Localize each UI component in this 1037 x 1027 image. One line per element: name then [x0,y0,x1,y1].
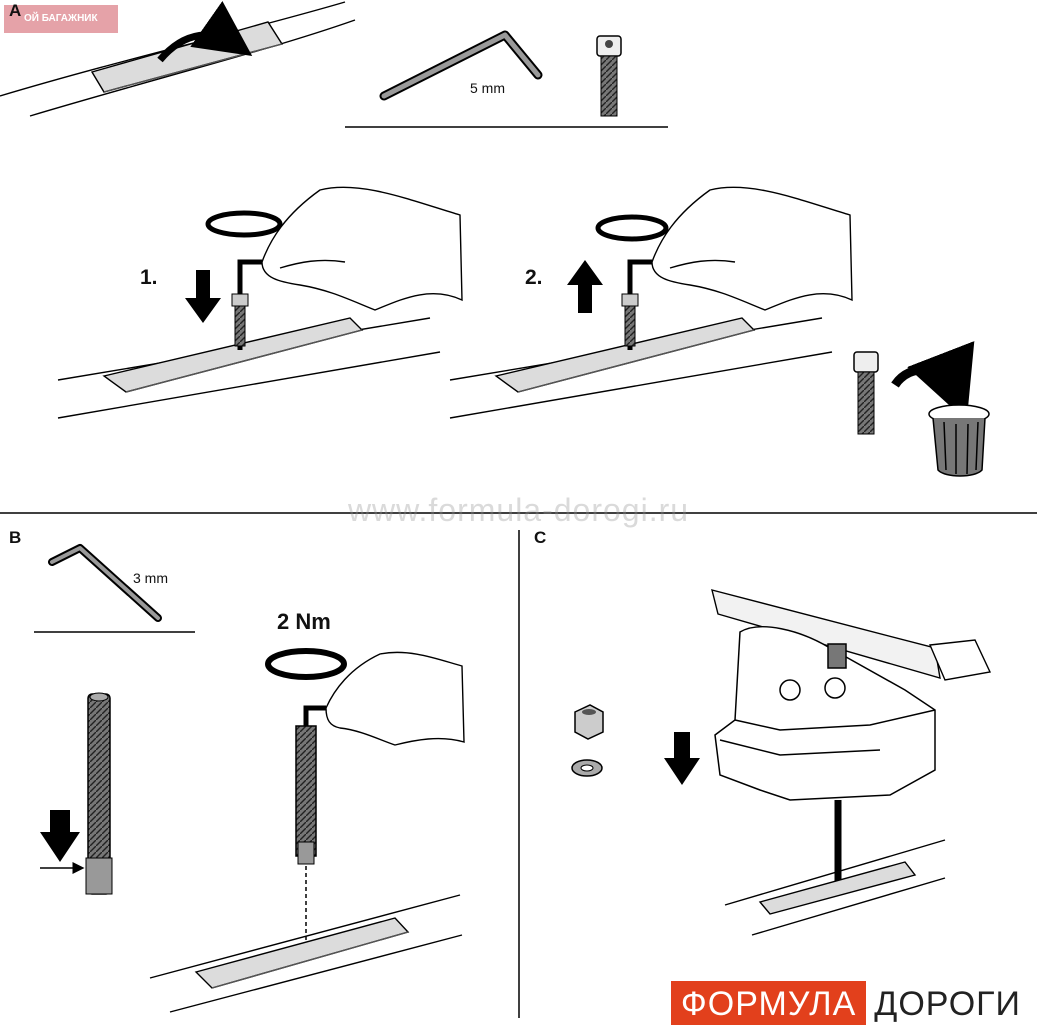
washer [571,759,603,777]
roof-rail-top-left [0,0,356,117]
hex-key-3mm [48,544,162,622]
roof-foot [714,626,936,801]
roof-rail-b [149,894,463,1013]
hex-key-size-large: 5 mm [470,80,505,96]
arrow-up-step2 [567,260,603,313]
watermark-url: www.formula-dorogi.ru [347,492,690,528]
top-left-badge: ОЙ БАГАЖНИК [4,5,118,33]
arrow-down-rod [40,810,85,874]
curved-arrow-to-cap [891,341,975,422]
nut [574,704,604,740]
arrow-down-step1 [185,270,221,323]
hex-key-in-bolt-step2 [621,259,652,350]
section-b-label: B [9,528,22,547]
hand-step1 [261,186,463,311]
hex-key-size-small: 3 mm [133,570,168,586]
hand-step2 [651,186,853,311]
rotate-arrow-b [265,648,347,680]
arrow-down-c [664,732,700,785]
plastic-cap [928,404,990,477]
bolt-removed [853,351,879,435]
brand-part-2: ДОРОГИ [874,985,1021,1023]
step-1-label: 1. [140,266,158,289]
hex-key-5mm [379,30,543,101]
roof-rail-c [724,839,946,936]
section-a-label: A [9,1,22,20]
brand-logo: ФОРМУЛА ДОРОГИ [670,981,1029,1025]
rotate-arrow-step1 [205,210,283,238]
hex-key-in-bolt-step1 [231,259,262,350]
roof-crossbar [711,589,992,681]
section-c-label: C [534,528,547,547]
brand-part-1: ФОРМУЛА [670,981,867,1025]
rotate-arrow-step2 [595,214,669,242]
roof-rail-step2 [449,317,833,419]
torque-value: 2 Nm [277,609,331,634]
roof-rail-step1 [57,317,441,419]
screw-bolt-top [596,35,622,117]
step-2-label: 2. [525,266,543,289]
hand-b [325,651,465,746]
rod-with-hex-key [295,705,326,865]
threaded-rod [85,692,113,895]
